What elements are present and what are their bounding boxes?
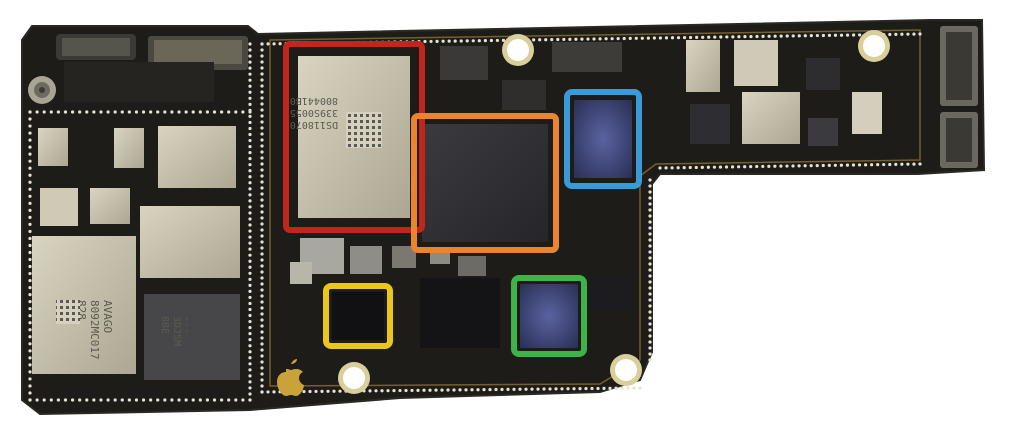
green-chip <box>520 284 578 348</box>
highlight-boxes <box>283 41 642 357</box>
flex-connector-right <box>940 26 978 168</box>
right-shield-chips <box>686 40 882 146</box>
modem-text-2: 339S00551 <box>284 107 338 118</box>
avago-text-2: 8092MC017 <box>88 300 101 360</box>
stamp-text-2: 3DJ5M <box>171 316 182 346</box>
left-shield-chips <box>38 126 240 380</box>
svg-text:... 3DJ5M 88E: ... 3DJ5M 88E <box>159 316 194 352</box>
highlight-box-orange <box>411 113 559 253</box>
svg-text:DS1180707 339S00551: DS1180707 339S00551 800441B0 <box>278 95 338 130</box>
mounting-holes <box>338 30 890 394</box>
highlight-box-blue <box>564 89 642 189</box>
highlight-box-yellow <box>323 283 393 349</box>
highlight-box-green <box>511 275 587 357</box>
highlight-box-red <box>283 41 425 233</box>
modem-text-1: DS1180707 <box>284 119 338 130</box>
misc-components <box>290 42 630 348</box>
modem-chip: DS1180707 339S00551 800441B0 <box>278 56 410 218</box>
avago-text-1: AVAGO <box>101 300 114 333</box>
avago-chip: AVAGO 8092MC017 828 KM <box>32 236 136 374</box>
stamp-text-3: 88E <box>159 316 170 334</box>
blue-chip <box>574 100 632 178</box>
apple-logo-icon <box>277 359 304 396</box>
screw-boss-left <box>28 76 56 104</box>
soc-chip <box>422 124 548 242</box>
flex-connector-left <box>56 34 248 102</box>
yellow-chip <box>332 292 384 340</box>
stamp-text-1: ... <box>183 316 194 334</box>
modem-text-3: 800441B0 <box>290 95 338 106</box>
